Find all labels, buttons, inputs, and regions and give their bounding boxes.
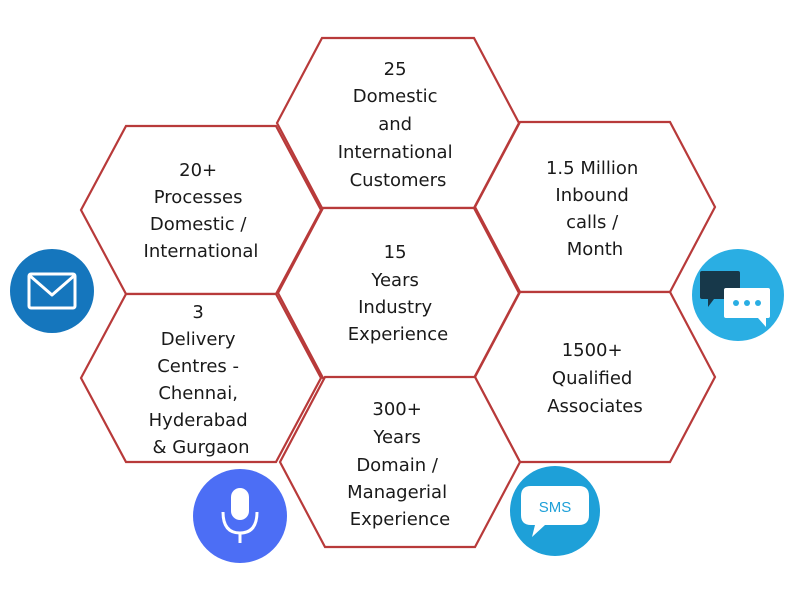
hexagon-experience-text: 15 Years Industry Experience (348, 242, 448, 345)
chat-icon (692, 249, 784, 341)
chat-dot (755, 300, 761, 306)
email-icon-circle (10, 249, 94, 333)
hexagon-calls: 1.5 Million Inbound calls / Month (473, 120, 717, 294)
hexagon-domain-shape (278, 375, 522, 549)
sms-label: SMS (539, 499, 572, 516)
hexagon-centres-text: 3 Delivery Centres - Chennai, Hyderabad … (149, 302, 254, 458)
hexagon-centres: 3 Delivery Centres - Chennai, Hyderabad … (79, 292, 323, 464)
chat-front-bubble-tail (758, 318, 766, 327)
hexagon-centres-shape (79, 292, 323, 464)
hexagon-domain: 300+ Years Domain / Managerial Experienc… (278, 375, 522, 549)
hexagon-experience-shape (276, 206, 521, 380)
hexagon-domain-text: 300+ Years Domain / Managerial Experienc… (347, 399, 453, 530)
hexagon-associates: 1500+ Qualified Associates (473, 290, 717, 464)
hexagon-processes: 20+ Processes Domestic / International (79, 124, 323, 296)
chat-back-bubble-tail (708, 299, 714, 307)
chat-dot (744, 300, 750, 306)
hexagon-customers-text: 25 Domestic and International Customers (338, 59, 459, 191)
sms-icon: SMS (510, 466, 600, 556)
chat-dot (733, 300, 739, 306)
hexagon-associates-text: 1500+ Qualified Associates (547, 340, 643, 417)
hexagon-customers: 25 Domestic and International Customers (275, 36, 521, 210)
sms-bubble (521, 486, 589, 537)
microphone-icon (193, 469, 287, 563)
microphone-head (231, 488, 249, 520)
envelope-body (27, 272, 77, 310)
hexagon-processes-text: 20+ Processes Domestic / International (144, 160, 259, 262)
hexagon-processes-shape (79, 124, 323, 296)
hexagon-experience: 15 Years Industry Experience (276, 206, 521, 380)
hexagon-calls-text: 1.5 Million Inbound calls / Month (546, 158, 644, 260)
email-icon (10, 249, 94, 333)
hexagon-calls-shape (473, 120, 717, 294)
envelope-flap (28, 273, 76, 297)
